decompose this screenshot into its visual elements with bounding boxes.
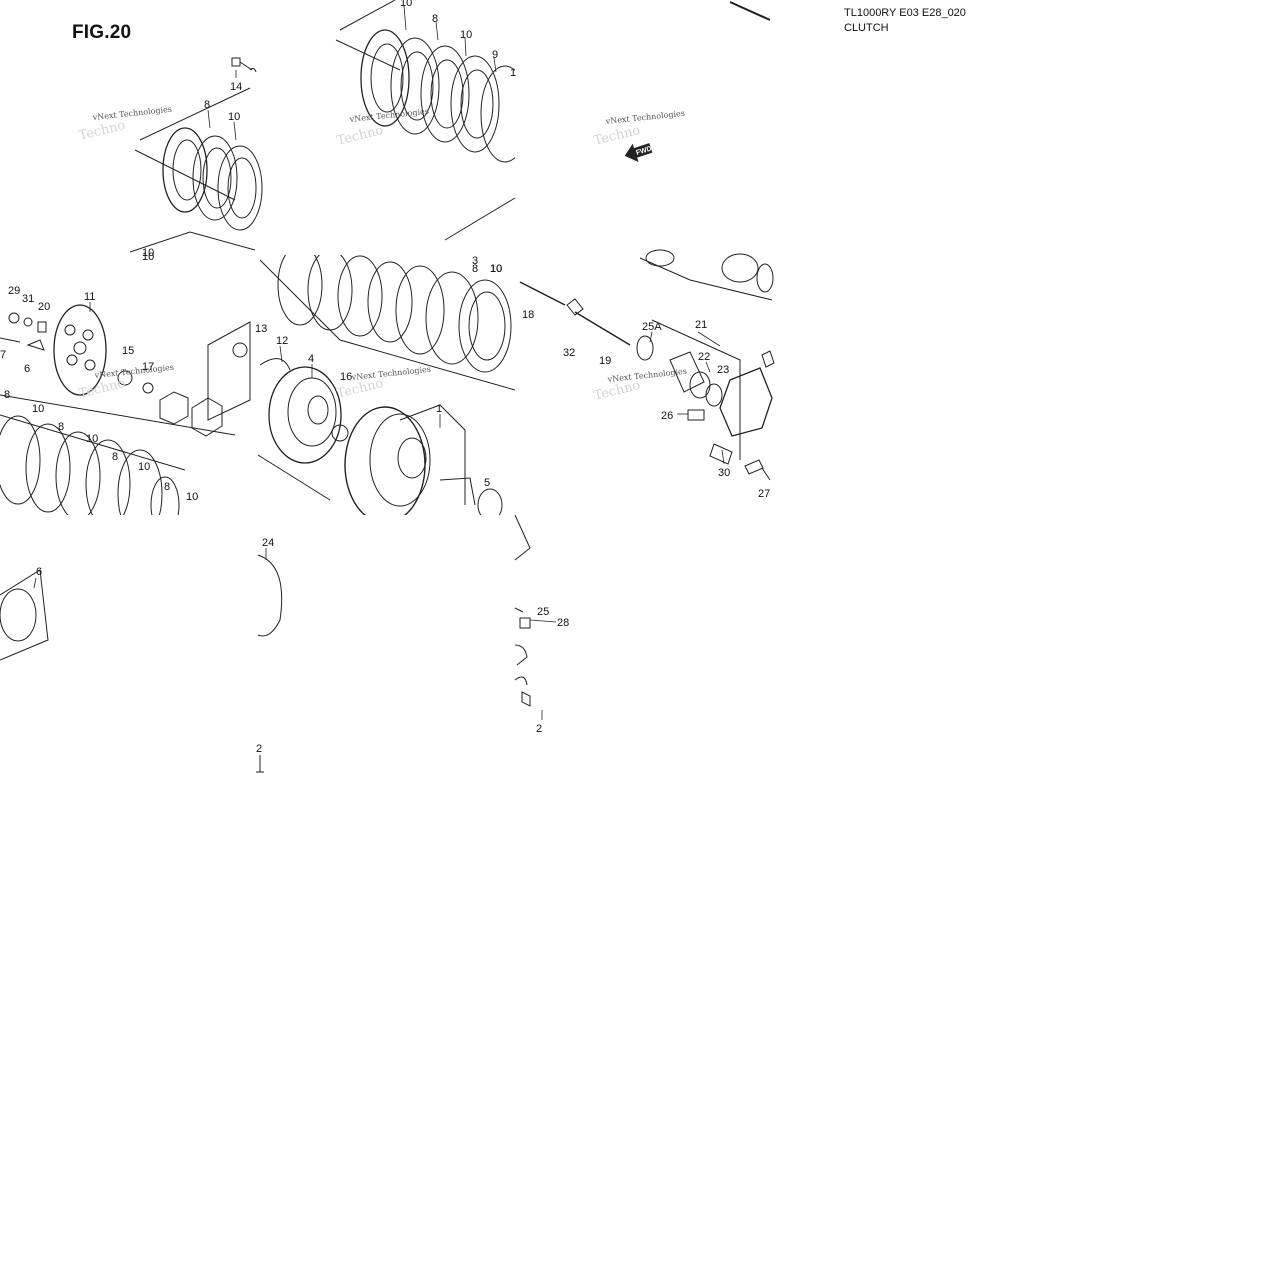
callout: 20	[38, 301, 50, 313]
callout: 3	[472, 255, 478, 267]
callout: 19	[599, 355, 611, 367]
callout: 18	[522, 309, 534, 321]
callout: 12	[276, 335, 288, 347]
callout: 22	[698, 351, 710, 363]
callout: 1	[510, 67, 516, 79]
watermark-ghost: Techno	[335, 123, 385, 149]
watermark-ghost: Techno	[77, 118, 127, 144]
watermark: vNext Technologies	[91, 105, 172, 122]
callout: 11	[84, 291, 95, 303]
callout: 28	[557, 617, 569, 629]
tile-clutch-assembly	[0, 255, 515, 515]
callout: 7	[0, 349, 6, 361]
callout: 10	[490, 263, 502, 275]
callout: 6	[24, 363, 30, 375]
callout: 8	[112, 451, 118, 463]
bolt-14	[231, 57, 257, 73]
watermark: vNext Technologies	[350, 365, 431, 382]
callout: 24	[262, 537, 274, 549]
callout: 10	[86, 433, 98, 445]
friction-plate-stack-left	[162, 127, 263, 231]
background-ghost-layer	[515, 0, 772, 515]
tile-clutch-release	[444, 1, 775, 481]
fwd-label: FWD	[635, 145, 652, 157]
callout: 6	[36, 566, 42, 578]
callout-labels: 10 8 10 9 1 14 8 10 10 10 8 10 29 31 20 …	[0, 0, 770, 735]
fwd-arrow: FWD	[624, 143, 653, 162]
callout: 32	[563, 347, 575, 359]
watermark: vNext Technologies	[348, 107, 429, 124]
diagram-meta: TL1000RY E03 E28_020 CLUTCH	[844, 6, 966, 36]
callout-2: 2	[256, 743, 262, 755]
callout: 1	[436, 403, 442, 415]
callout: 8	[472, 263, 478, 275]
callout: 8	[4, 389, 10, 401]
callout: 2	[536, 723, 542, 735]
callout: 10	[460, 29, 472, 41]
clutch-sleeve-hub-4	[268, 366, 342, 464]
callout: 29	[8, 285, 20, 297]
tile-upper-clutch-plates	[129, 0, 515, 253]
callout: 9	[492, 49, 498, 61]
callout: 30	[718, 467, 730, 479]
callout: 10	[490, 263, 502, 275]
tile-lower-parts	[0, 514, 531, 773]
friction-plate-stack-upper	[360, 29, 515, 163]
callout: 15	[122, 345, 134, 357]
friction-plate-stack-middle	[277, 255, 512, 373]
pressure-plate-11	[53, 304, 107, 396]
callout: 10	[142, 247, 154, 259]
friction-plate-stack-lower	[0, 415, 180, 515]
callout-leaders	[33, 5, 725, 762]
figure-title: FIG.20	[72, 22, 132, 43]
callout: 10	[32, 403, 44, 415]
model-code: TL1000RY E03 E28_020	[844, 7, 966, 19]
callout: 26	[661, 410, 673, 422]
callout: 16	[340, 371, 352, 383]
callout: 31	[22, 293, 34, 305]
callout: 27	[758, 488, 770, 500]
callout: 10	[228, 111, 240, 123]
callout: 25A	[642, 321, 662, 333]
callout: 10	[142, 251, 154, 263]
callout: 8	[164, 481, 170, 493]
callout: 8	[432, 13, 438, 25]
callout: 10	[138, 461, 150, 473]
callout: 13	[255, 323, 267, 335]
callout: 14	[230, 81, 242, 93]
callout: 10	[400, 0, 412, 9]
watermark-ghost: Techno	[77, 376, 127, 402]
callout: 10	[186, 491, 198, 503]
section-name: CLUTCH	[844, 22, 889, 34]
callout: 23	[717, 364, 729, 376]
callout: 8	[58, 421, 64, 433]
primary-driven-gear-1	[344, 406, 431, 515]
watermark: vNext Technologies	[93, 363, 174, 380]
callout: 17	[142, 361, 154, 373]
callout: 8	[204, 99, 210, 111]
callout: 4	[308, 353, 314, 365]
callout: 5	[484, 477, 490, 489]
callout: 21	[695, 319, 707, 331]
callout: 25	[537, 606, 549, 618]
